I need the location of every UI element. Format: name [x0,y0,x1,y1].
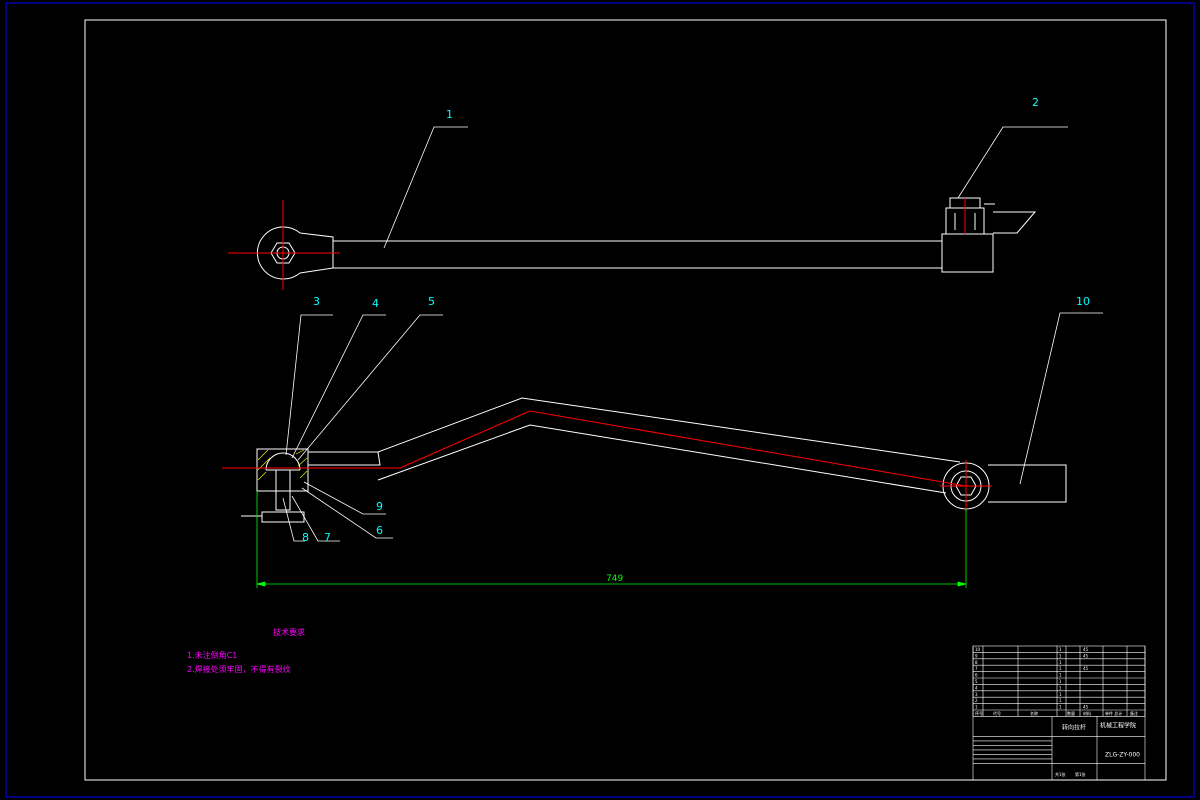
parts-row-qty: 1 [1059,685,1062,690]
parts-row-no: 9 [975,653,978,658]
part-label-5: 5 [428,295,435,308]
parts-row-mat: 45 [1083,653,1089,658]
front-bend-centerline-1 [399,410,531,469]
leader-lines [282,126,1103,542]
parts-row-qty: 1 [1059,666,1062,671]
top-tube-stub [993,211,1037,234]
dimension-749 [256,491,967,588]
sheet-number: 第1张 [1075,771,1086,777]
top-view-centerlines [228,198,966,290]
part-label-10: 10 [1076,295,1090,308]
parts-row-qty: 1 [1059,647,1062,652]
tech-note-1: 1.未注倒角C1 [187,650,237,660]
parts-header-qty: 数量 [1067,710,1075,716]
parts-row-mat: 45 [1083,666,1089,671]
front-socket-housing [256,448,309,492]
front-view [241,397,1067,523]
front-view-hatching [257,449,308,481]
parts-row-mat: 45 [1083,705,1089,710]
front-tube [988,464,1067,503]
hatch-line [299,470,308,479]
leader-part-7 [291,495,340,542]
leader-part-2 [957,126,1068,199]
parts-header-note: 备注 [1130,710,1138,716]
leader-part-1 [383,126,468,249]
parts-row-qty: 1 [1059,705,1062,710]
tech-note-2: 2.焊接处须牢固，不得有裂纹 [187,664,291,674]
parts-row-mat: 45 [1083,647,1089,652]
part-label-7: 7 [324,531,331,544]
front-view-centerlines [222,410,992,512]
parts-row-no: 2 [975,698,978,703]
top-view [256,197,1037,280]
leader-part-4 [291,314,386,459]
parts-row-qty: 1 [1059,679,1062,684]
leader-part-9 [303,481,386,515]
parts-row-qty: 1 [1059,692,1062,697]
part-label-1: 1 [446,108,453,121]
front-ball [265,452,301,471]
hatch-line [295,449,305,455]
hatch-line [257,449,269,461]
front-rod-upper-edge [377,397,961,463]
drawing-frame [84,19,1167,781]
front-rod-lower-edge [377,424,947,494]
part-label-9: 9 [376,500,383,513]
front-stud-nut [261,511,305,523]
part-label-8: 8 [302,531,309,544]
drawing-code: ZLG-ZY-000 [1105,751,1140,758]
leader-part-8 [282,497,305,542]
parts-row-no: 5 [975,679,978,684]
hatch-line [257,471,267,481]
parts-header-code: 代号 [993,710,1001,716]
part-label-3: 3 [313,295,320,308]
dim-arrow-left [256,581,266,587]
parts-row-no: 4 [975,685,978,690]
top-rod-lower-edge [299,267,942,274]
parts-row-no: 1 [975,705,978,710]
leader-part-3 [285,314,333,456]
leader-part-5 [297,314,443,461]
parts-row-no: 3 [975,692,978,697]
dimension-value: 749 [606,574,623,584]
leader-part-10 [1019,312,1103,485]
parts-row-qty: 1 [1059,673,1062,678]
school-name: 机械工程学院 [1100,721,1136,729]
leader-part-6 [301,487,393,539]
title-block [972,645,1146,781]
tech-notes-title: 技术要求 [273,627,305,637]
parts-row-no: 8 [975,660,978,665]
parts-row-no: 7 [975,666,978,671]
part-label-4: 4 [372,297,379,310]
part-label-2: 2 [1032,96,1039,109]
drawing-name: 转向拉杆 [1062,723,1086,731]
front-rod-neck [308,451,381,466]
parts-row-qty: 1 [1059,660,1062,665]
part-label-6: 6 [376,524,383,537]
top-clamp-block [941,233,994,273]
parts-header-no: 序号 [975,710,983,716]
sheet-total: 共1张 [1055,771,1066,777]
parts-row-qty: 1 [1059,698,1062,703]
parts-row-qty: 1 [1059,653,1062,658]
dim-arrow-right [957,581,967,587]
outer-sheet-border [5,2,1195,798]
parts-header-mat: 材料 [1083,710,1091,716]
parts-header-name: 名称 [1030,710,1038,716]
parts-header-weight: 单件 总计 [1105,710,1122,716]
front-bend-centerline-2 [529,410,967,487]
top-rod-upper-edge [299,232,942,242]
parts-row-no: 6 [975,673,978,678]
hatch-line [297,457,308,467]
parts-row-no: 10 [975,647,981,652]
front-ball-stud [275,469,291,511]
